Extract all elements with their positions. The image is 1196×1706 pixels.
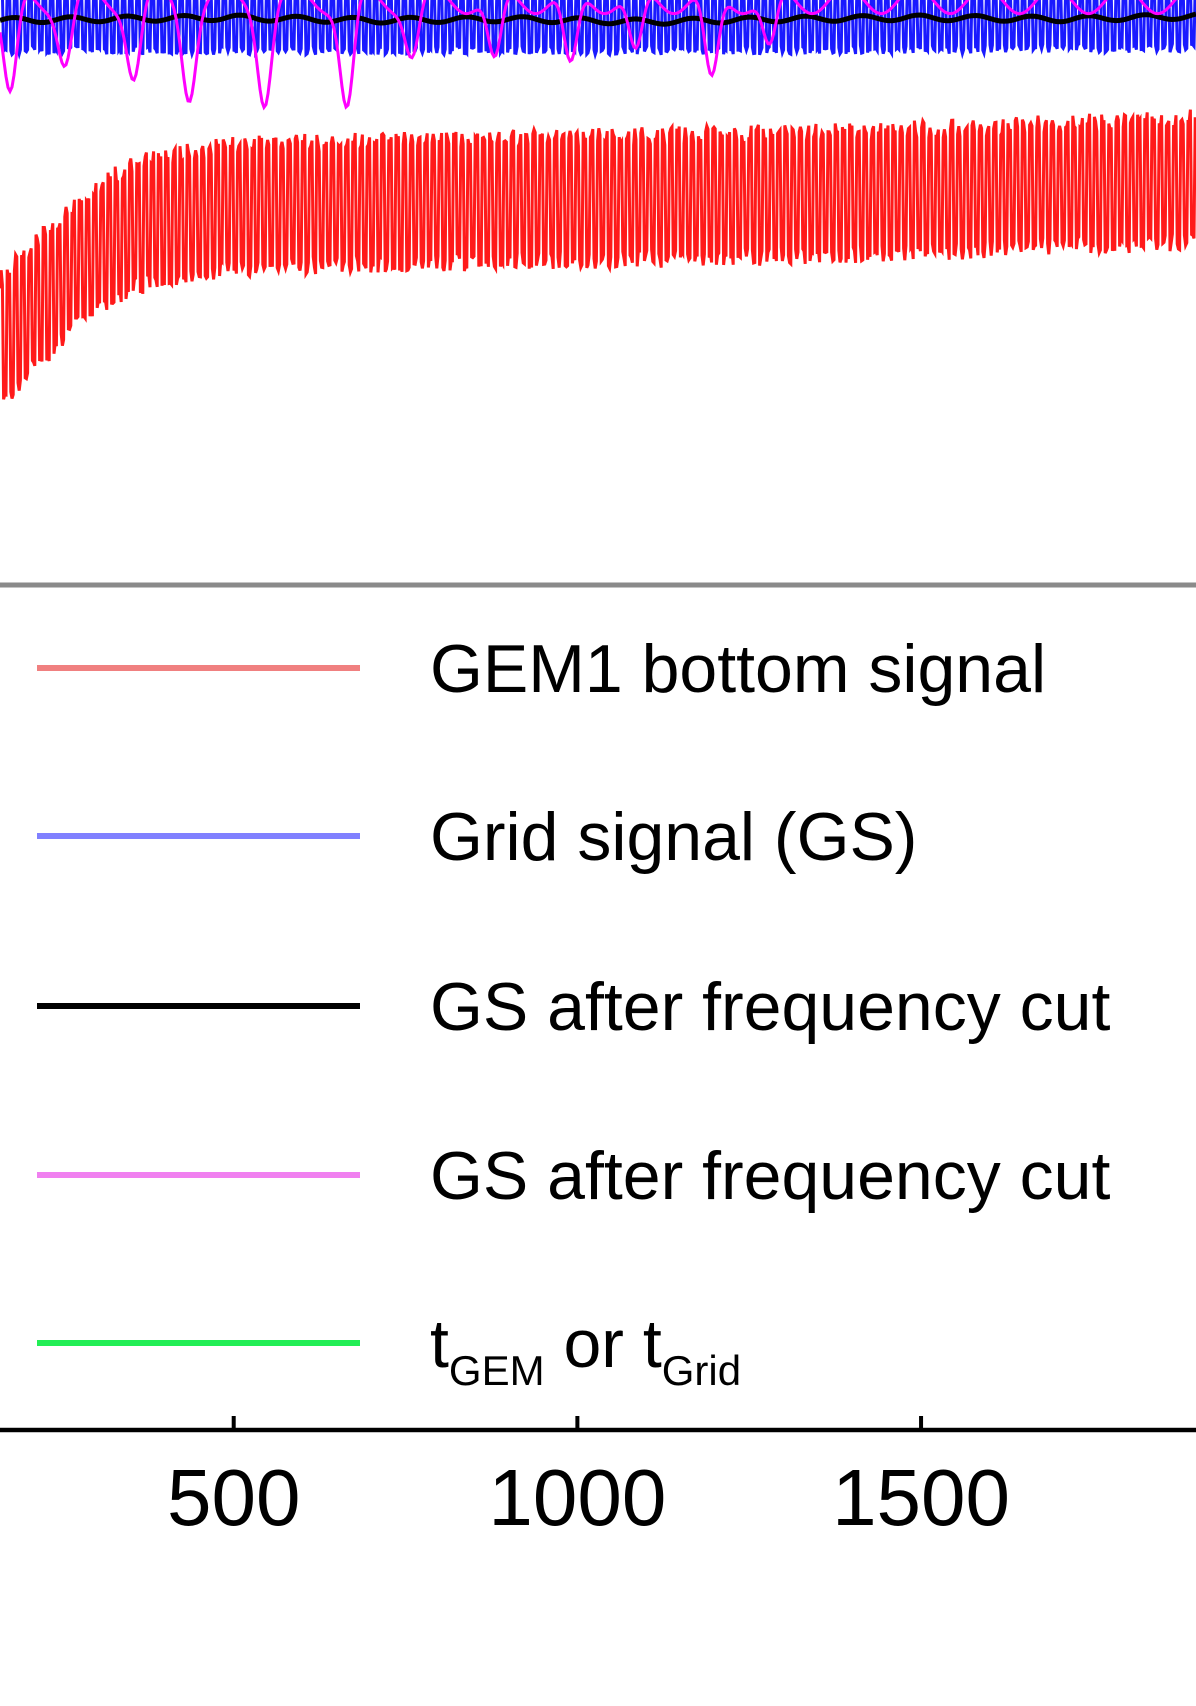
- series-2-gs-after-frequency-cut: [0, 11, 1196, 27]
- legend-label-3: GS after frequency cut: [430, 1138, 1110, 1214]
- legend-label-1: Grid signal (GS): [430, 799, 917, 875]
- legend-label-2: GS after frequency cut: [430, 969, 1110, 1045]
- series-1-grid-signal: [1, 0, 1196, 61]
- x-axis: 500 1000 1500: [0, 1416, 1196, 1542]
- legend-label-4: tGEM or tGrid: [430, 1306, 741, 1394]
- plot-area: [0, 0, 1196, 400]
- series-3-gs-after-frequency-cut-2: [0, 0, 1177, 111]
- x-tick-label-2: 1500: [832, 1453, 1010, 1542]
- x-tick-label-0: 500: [167, 1453, 300, 1542]
- x-tick-label-1: 1000: [488, 1453, 666, 1542]
- series-1-trace: [1, 0, 1196, 61]
- series-0-trace: [0, 109, 1196, 400]
- legend-label-0: GEM1 bottom signal: [430, 631, 1046, 707]
- series-0-gem1-bottom-signal: [0, 109, 1196, 400]
